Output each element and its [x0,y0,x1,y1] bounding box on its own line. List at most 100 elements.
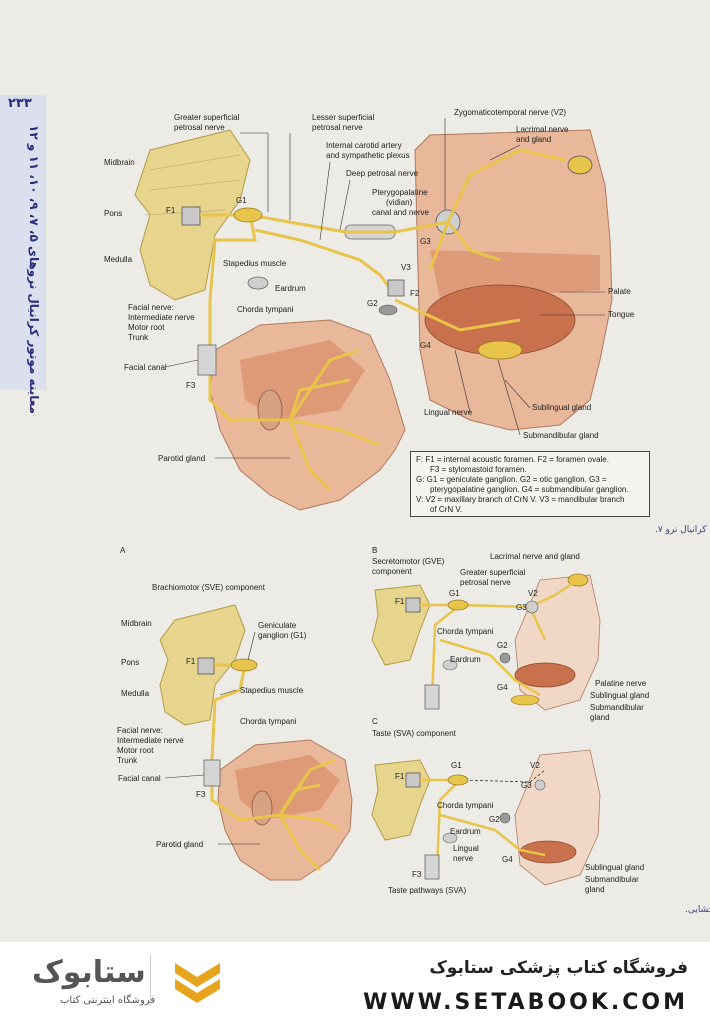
label-palate: Palate [608,287,631,296]
label-internal-carotid-1: Internal carotid artery [326,141,402,150]
side-title-strip [0,95,46,390]
label-g1: G1 [236,196,247,205]
f3-canal-fig6b [424,684,440,710]
panel-a-facial-canal: Facial canal [118,774,161,783]
store-logo-chevron-icon [175,963,220,1003]
panel-c-g3: G3 [521,781,532,790]
panel-b-letter: B [372,546,377,555]
f2-foramen [387,279,405,297]
label-zygomatico: Zygomaticotemporal nerve (V2) [454,108,566,117]
panel-c-title: Taste (SVA) component [372,729,457,738]
store-title: فروشگاه کتاب پزشکی ستابوک [429,958,688,978]
label-sublingual: Sublingual gland [532,403,591,412]
panel-c-g4: G4 [502,855,513,864]
g3-ganglion-fig6b [525,600,539,614]
panel-a-f3: F3 [196,790,206,799]
label-facial-nerve-4: Trunk [128,333,149,342]
legend-line: V: V2 = maxillary branch of CrN V. V3 = … [416,495,625,504]
panel-b-submandibular-2: gland [590,713,610,722]
panel-a-parotid: Parotid gland [156,840,203,849]
f3-canal-fig6c [424,854,440,880]
store-banner [0,942,710,1024]
g1-ganglion-fig6c [447,774,469,786]
label-facial-nerve-2: Intermediate nerve [128,313,195,322]
tongue-fig6c [519,840,577,864]
logo-divider [150,955,151,1005]
tongue-fig6b [514,662,576,688]
g1-ganglion-fig5 [233,207,263,223]
legend-line: G: G1 = geniculate ganglion. G2 = otic g… [416,475,607,484]
label-deep-petrosal: Deep petrosal nerve [346,169,419,178]
ear-fig5 [257,389,283,431]
label-v3: V3 [401,263,411,272]
panel-c-taste-pathways: Taste pathways (SVA) [388,886,466,895]
panel-b-title-1: Secretomotor (GVE) [372,557,445,566]
panel-b-palatine: Palatine nerve [595,679,647,688]
label-chorda: Chorda tympani [237,305,294,314]
label-f1: F1 [166,206,176,215]
panel-b-title-2: component [372,567,412,576]
eye-fig5 [567,155,593,175]
panel-c-f1: F1 [395,772,405,781]
panel-b-f1: F1 [395,597,405,606]
panel-a-stapedius: Stapedius muscle [240,686,304,695]
panel-b-submandibular-1: Submandibular [590,703,644,712]
label-parotid: Parotid gland [158,454,205,463]
panel-a-facial-nerve-3: Motor root [117,746,154,755]
panel-a-midbrain: Midbrain [121,619,152,628]
label-facial-canal: Facial canal [124,363,167,372]
label-g4: G4 [420,341,431,350]
panel-b-chorda: Chorda tympani [437,627,494,636]
label-facial-nerve-1: Facial nerve: [128,303,174,312]
g2-ganglion-fig6c [499,812,511,824]
figure6-caption-1: شکل ۶-۶ دیاگرام کرانیال نرو ۷ متشکل از س… [685,903,710,915]
panel-a-pons: Pons [121,658,139,667]
store-logo-subtitle: فروشگاه اینترنتی کتاب [60,995,156,1006]
panel-a-letter: A [120,546,126,555]
eardrum-fig5 [247,276,269,290]
label-submandibular: Submandibular gland [523,431,599,440]
g3-ganglion-fig6c [534,779,546,791]
leader-lines-fig5 [164,118,605,459]
label-internal-carotid-2: and sympathetic plexus [326,151,410,160]
label-g2: G2 [367,299,378,308]
submandibular-gland-fig5 [477,340,523,360]
legend-line: of CrN V. [430,505,463,514]
panel-b-eardrum: Eardrum [450,655,481,664]
label-f3: F3 [186,381,196,390]
panel-a-f1: F1 [186,657,196,666]
panel-a-chorda: Chorda tympani [240,717,297,726]
panel-c-v2: V2 [530,761,540,770]
panel-b-g2: G2 [497,641,508,650]
panel-a-title: Brachiomotor (SVE) component [152,583,266,592]
label-lacrimal-2: and gland [516,135,551,144]
side-title: معاینه موتور کرانیال نروهای ۵، ۷، ۹، ۱۰،… [27,125,41,414]
page-number: ۲۳۳ [8,96,32,111]
label-stapedius: Stapedius muscle [223,259,287,268]
submandibular-gland-fig6b [510,694,540,706]
panel-b-g4: G4 [497,683,508,692]
panel-c-letter: C [372,717,378,726]
g1-ganglion-fig6a [230,658,258,672]
panel-a-geniculate-1: Geniculate [258,621,297,630]
label-lesser-sup-1: Lesser superficial [312,113,374,122]
panel-c-f3: F3 [412,870,422,879]
label-pons: Pons [104,209,122,218]
label-tongue: Tongue [608,310,635,319]
legend-line: F3 = stylomastoid foramen. [430,465,527,474]
f1-foramen-fig6b [405,597,421,613]
f3-canal-fig5 [197,344,217,376]
panel-c-sublingual: Sublingual gland [585,863,644,872]
label-pterygo-1: Pterygopalatine [372,188,428,197]
panel-c-lingual-1: Lingual [453,844,479,853]
store-url-link[interactable]: WWW.SETABOOK.COM [363,990,688,1015]
label-g3: G3 [420,237,431,246]
panel-b-greater-sup-1: Greater superficial [460,568,526,577]
legend-line: F: F1 = internal acoustic foramen. F2 = … [416,455,609,464]
panel-c-eardrum: Eardrum [450,827,481,836]
label-facial-nerve-3: Motor root [128,323,165,332]
panel-b-g1: G1 [449,589,460,598]
label-pterygo-2: (vidian) [386,198,413,207]
panel-c-chorda: Chorda tympani [437,801,494,810]
store-logo-wordmark: ستابوک [32,955,146,990]
